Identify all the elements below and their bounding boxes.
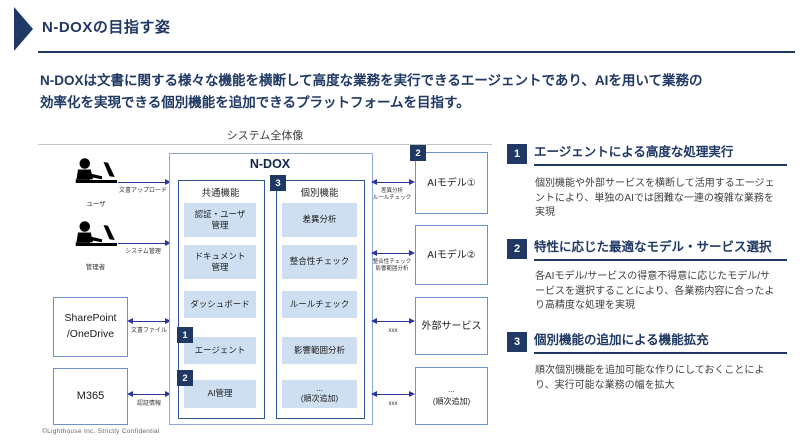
ndox-external-service-arrow xyxy=(371,318,415,324)
user-upload-arrow-label: 文書アップロード xyxy=(118,188,167,194)
sharepoint-onedrive-box: SharePoint /OneDrive xyxy=(53,297,128,357)
user-upload-arrow xyxy=(118,179,171,185)
feature-more-added: ... (順次追加) xyxy=(282,380,357,408)
point-3-body: 順次個別機能を追加可能な作りにしておくことにより、実行可能な業務の幅を拡大 xyxy=(535,365,765,391)
ndox-more-arrow xyxy=(371,391,415,397)
feature-diff-analysis: 差異分析 xyxy=(282,203,357,237)
feature-impact-analysis: 影響範囲分析 xyxy=(282,337,357,364)
more-services-box: ... (順次追加) xyxy=(415,367,488,425)
ndox-title: N-DOX xyxy=(249,157,291,171)
feature-ai-mgmt: AI管理 xyxy=(184,380,256,408)
ai-model-1-box: AIモデル① xyxy=(415,152,488,214)
ndox-ai2-arrow xyxy=(371,250,415,256)
header-divider xyxy=(38,51,795,53)
feature-agent: エージェント xyxy=(184,337,256,364)
point-1-header: 1 エージェントによる高度な処理実行 xyxy=(507,144,787,167)
lead-text: N-DOXは文書に関する様々な機能を横断して高度な業務を実行できるエージェントで… xyxy=(40,73,703,111)
badge-2-ai-model: 2 xyxy=(410,145,426,161)
feature-rule-check: ルールチェック xyxy=(282,291,357,318)
badge-1-agent: 1 xyxy=(177,327,193,343)
diagram-caption: システム全体像 xyxy=(226,130,304,142)
ndox-ai2-arrow-label: 整合性チェック 影響範囲分析 xyxy=(372,259,412,273)
common-functions-title: 共通機能 xyxy=(201,188,240,199)
ndox-ai1-arrow xyxy=(371,179,415,185)
point-2-header: 2 特性に応じた最適なモデル・サービス選択 xyxy=(507,239,787,262)
admin-manage-arrow-label: システム管理 xyxy=(125,249,161,255)
m365-box: M365 xyxy=(53,368,128,425)
point-2-title: 特性に応じた最適なモデル・サービス選択 xyxy=(534,239,787,262)
point-1-body: 個別機能や外部サービスを横断して活用するエージェントにより、単独のAIでは困難な… xyxy=(535,178,775,218)
ndox-ai1-arrow-label: 差異分析 ルールチェック xyxy=(372,188,412,202)
admin-label: 管理者 xyxy=(85,264,106,271)
point-1-badge: 1 xyxy=(507,144,527,164)
point-2-body: 各AIモデル/サービスの得意不得意に応じたモデル/サービスを選択することにより、… xyxy=(535,271,775,311)
page-title: N-DOXの目指す姿 xyxy=(42,19,171,36)
feature-dashboard: ダッシュボード xyxy=(184,291,256,318)
auth-info-arrow-label: 認証情報 xyxy=(136,401,161,407)
document-file-arrow-label: 文書ファイル xyxy=(130,328,167,334)
document-file-arrow xyxy=(127,318,171,324)
external-service-box: 外部サービス xyxy=(415,297,488,355)
user-at-laptop-icon xyxy=(75,158,117,183)
feature-consistency-check: 整合性チェック xyxy=(282,245,357,279)
auth-info-arrow xyxy=(127,391,171,397)
badge-2-ai-mgmt: 2 xyxy=(177,370,193,386)
user-label: ユーザ xyxy=(86,201,106,208)
footer-confidential: ©Lighthouse Inc. Strictly Confidential xyxy=(42,428,160,435)
point-3-header: 3 個別機能の追加による機能拡充 xyxy=(507,332,787,355)
badge-3-individual: 3 xyxy=(270,175,286,191)
feature-document-mgmt: ドキュメント 管理 xyxy=(184,245,256,279)
point-3-badge: 3 xyxy=(507,332,527,352)
diagram-caption-divider xyxy=(38,144,492,145)
admin-at-laptop-icon xyxy=(75,221,117,246)
point-2-badge: 2 xyxy=(507,239,527,259)
ai-model-2-box: AIモデル② xyxy=(415,225,488,285)
header-arrow-icon xyxy=(14,7,33,51)
point-3-title: 個別機能の追加による機能拡充 xyxy=(534,332,787,355)
ndox-more-arrow-label: xxx xyxy=(388,401,398,407)
point-1-title: エージェントによる高度な処理実行 xyxy=(534,144,787,167)
admin-manage-arrow xyxy=(118,240,171,246)
feature-auth-user-mgmt: 認証・ユーザ 管理 xyxy=(184,203,256,237)
ndox-external-service-arrow-label: xxx xyxy=(388,328,398,334)
individual-functions-title: 個別機能 xyxy=(300,188,339,199)
